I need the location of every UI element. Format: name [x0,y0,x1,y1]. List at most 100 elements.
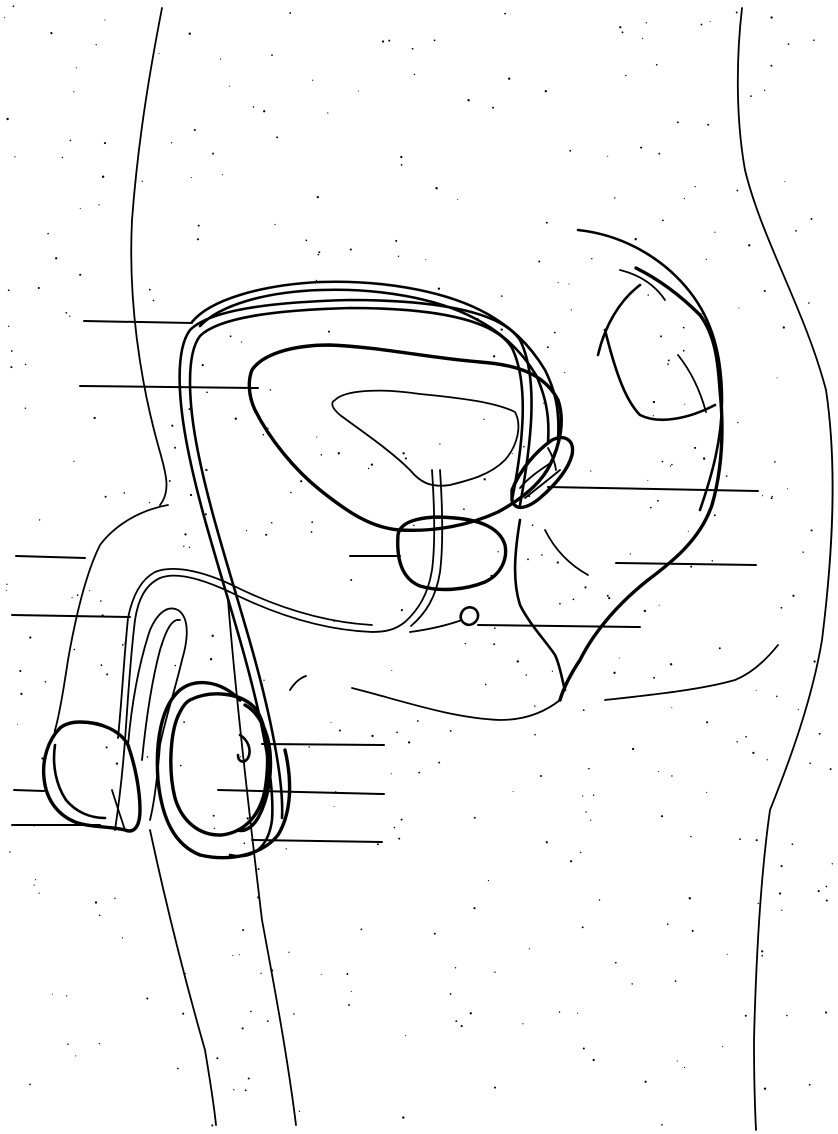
noise-speck [206,391,208,393]
noise-speck [263,434,265,436]
noise-speck [96,44,97,45]
noise-speck [17,724,18,725]
noise-speck [745,736,747,738]
bulbourethral-gland-outline [461,607,478,625]
noise-speck [293,1013,295,1015]
noise-speck [394,827,396,829]
noise-speck [47,233,49,235]
noise-speck [213,815,215,817]
noise-speck [488,880,489,881]
noise-speck [334,806,335,807]
noise-speck [435,187,437,189]
noise-speck [771,497,773,499]
noise-speck [305,240,307,242]
glans-outline [44,722,140,831]
noise-speck [242,929,244,931]
noise-speck [476,318,478,320]
anal-canal [515,520,565,690]
noise-speck [66,995,67,996]
noise-speck [630,553,631,554]
noise-speck [276,136,278,138]
noise-speck [764,1088,766,1090]
penis [44,505,187,831]
noise-speck [695,186,696,187]
noise-speck [736,11,738,13]
noise-speck [826,899,828,901]
noise-speck [483,419,484,420]
back-contour [131,8,166,505]
noise-speck [267,428,269,430]
noise-speck [39,519,40,520]
noise-speck [371,735,373,737]
noise-speck [656,64,658,66]
noise-speck [396,732,398,734]
noise-speck [667,363,669,365]
noise-speck [220,58,221,59]
noise-speck [543,403,544,404]
noise-speck [484,478,486,480]
leader-1 [84,321,192,323]
perineal-line [545,530,588,575]
noise-speck [241,341,242,342]
peritoneum-inner [200,290,548,442]
noise-speck [650,507,652,509]
noise-speck [300,480,302,482]
noise-speck [338,452,340,454]
leader-11 [262,744,384,745]
noise-speck [402,1116,404,1118]
noise-speck [180,765,182,767]
noise-speck [29,1084,31,1086]
noise-speck [661,1124,663,1126]
noise-speck [781,865,783,867]
noise-speck [771,496,773,498]
body-outline [131,8,832,1130]
noise-speck [811,529,813,531]
noise-speck [391,670,392,671]
noise-speck [818,890,820,892]
noise-speck [813,39,815,41]
noise-speck [671,707,672,708]
noise-speck [461,1025,463,1027]
noise-speck [584,586,586,588]
noise-speck [350,579,352,581]
noise-speck [714,232,715,233]
noise-speck [662,219,664,221]
noise-speck [784,181,785,182]
noise-speck [540,775,542,777]
noise-speck [377,843,379,845]
glans-inner [54,745,105,818]
noise-speck [271,522,273,524]
noise-speck [501,295,503,297]
noise-speck [706,259,707,260]
noise-speck [335,791,336,792]
noise-speck [210,658,212,660]
noise-speck [257,896,259,898]
noise-speck [564,372,565,373]
noise-speck [557,561,559,563]
noise-speck [101,664,103,666]
testis-outline [171,694,268,835]
noise-speck [321,454,323,456]
noise-speck [701,24,703,26]
noise-speck [346,973,348,975]
noise-speck [39,893,40,894]
noise-speck [684,1067,685,1068]
noise-speck [8,326,9,327]
noise-speck [653,677,655,679]
noise-speck [671,464,673,466]
leader-7 [548,487,758,491]
noise-speck [239,954,240,955]
noise-speck [114,897,116,899]
noise-speck [752,752,754,754]
noise-speck [194,129,196,131]
noise-speck [270,389,272,391]
noise-speck [582,926,584,928]
noise-speck [569,150,571,152]
noise-speck [123,492,125,494]
noise-speck [286,848,287,849]
noise-speck [50,32,52,34]
leader-8 [616,563,756,565]
noise-speck [497,551,498,552]
noise-speck [212,153,214,155]
noise-speck [585,811,586,812]
